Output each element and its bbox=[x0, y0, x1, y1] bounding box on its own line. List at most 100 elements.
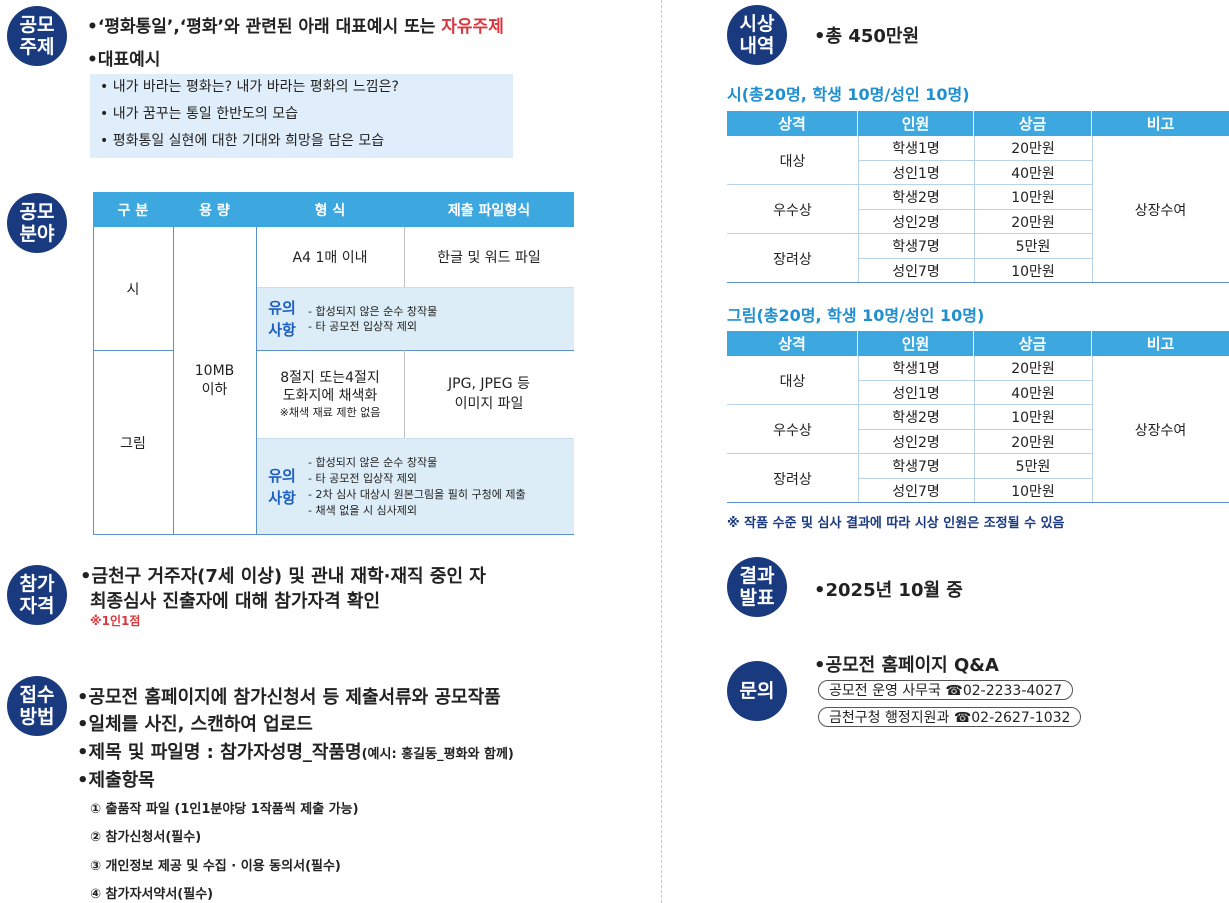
drawing-awards-count-cell: 학생7명 bbox=[892, 459, 940, 476]
filename-example: (예시: 홍길동_평화와 함께) bbox=[361, 747, 514, 762]
eligibility-note: ※1인1점 bbox=[90, 614, 141, 628]
drawing-awards-count-cell: 성인2명 bbox=[892, 434, 940, 451]
drawing-awards-grade-cell: 장려상 bbox=[773, 471, 812, 488]
drawing-filetype: JPG, JPEG 등 이미지 파일 bbox=[448, 376, 530, 412]
table-line bbox=[256, 227, 257, 535]
poem-awards-header-grade: 상격 bbox=[727, 111, 857, 136]
table-line bbox=[858, 233, 1092, 234]
table-line bbox=[858, 208, 1092, 210]
table-line bbox=[404, 350, 405, 438]
contact-pill-office[interactable]: 공모전 운영 사무국 ☎02-2233-4027 bbox=[818, 680, 1074, 700]
table-line bbox=[858, 159, 1092, 161]
drawing-awards-amount-cell: 40만원 bbox=[1011, 385, 1055, 402]
poem-awards-count-cell: 학생1명 bbox=[892, 141, 940, 158]
poem-note-list: - 합성되지 않은 순수 창작물 - 타 공모전 입상작 제외 bbox=[308, 304, 438, 333]
table-line bbox=[858, 379, 1092, 381]
table-line bbox=[974, 136, 975, 283]
poem-awards-amount-cell: 40만원 bbox=[1011, 165, 1055, 182]
drawing-awards-amount-cell: 5만원 bbox=[1015, 459, 1051, 476]
drawing-awards-grade-cell: 우수상 bbox=[773, 422, 812, 439]
example-item: • 평화통일 실현에 대한 기대와 희망을 담은 모습 bbox=[100, 133, 385, 149]
poem-awards-amount-cell: 5만원 bbox=[1015, 239, 1051, 256]
drawing-awards-count-cell: 성인1명 bbox=[892, 385, 940, 402]
drawing-awards-amount-cell: 10만원 bbox=[1011, 410, 1055, 427]
result-text: •2025년 10월 중 bbox=[814, 580, 963, 601]
table-line bbox=[858, 136, 859, 283]
contact-badge: 문의 bbox=[727, 661, 787, 721]
example-item: • 내가 바라는 평화는? 내가 바라는 평화의 느낌은? bbox=[100, 79, 399, 95]
free-topic-highlight: 자유주제 bbox=[441, 17, 504, 37]
drawing-note-list: - 합성되지 않은 순수 창작물 - 타 공모전 입상작 제외 - 2차 심사 … bbox=[308, 455, 526, 517]
poem-awards-header-count: 인원 bbox=[858, 111, 973, 136]
table-line bbox=[1092, 356, 1093, 503]
awards-footnote: ※ 작품 수준 및 심사 결과에 따라 시상 인원은 조정될 수 있음 bbox=[727, 516, 1065, 531]
example-box: • 내가 바라는 평화는? 내가 바라는 평화의 느낌은? • 내가 꿈꾸는 통… bbox=[90, 74, 513, 158]
drawing-awards-header-count: 인원 bbox=[858, 331, 973, 356]
submission-items-title: •제출항목 bbox=[77, 770, 155, 791]
drawing-awards-header-amount: 상금 bbox=[974, 331, 1091, 356]
poem-format: A4 1매 이내 bbox=[292, 250, 368, 266]
table-line bbox=[858, 404, 1092, 405]
submission-item: ① 출품작 파일 (1인1분야당 1작품씩 제출 가능) bbox=[90, 802, 359, 817]
poem-awards-amount-cell: 10만원 bbox=[1011, 263, 1055, 280]
poem-awards-count-cell: 학생7명 bbox=[892, 239, 940, 256]
drawing-awards-count-cell: 성인7명 bbox=[892, 483, 940, 500]
drawing-awards-header-grade: 상격 bbox=[727, 331, 857, 356]
table-line bbox=[404, 227, 405, 287]
column-divider bbox=[661, 0, 662, 903]
method-line-3: •제목 및 파일명 : 참가자성명_작품명(예시: 홍길동_평화와 함께) bbox=[77, 742, 514, 763]
poem-awards-amount-cell: 20만원 bbox=[1011, 141, 1055, 158]
poem-awards-header-amount: 상금 bbox=[974, 111, 1091, 136]
poem-awards-grade-cell: 대상 bbox=[779, 153, 806, 170]
submission-item: ② 참가신청서(필수) bbox=[90, 830, 202, 845]
poem-awards-header-note: 비고 bbox=[1092, 111, 1229, 136]
drawing-awards-title: 그림(총20명, 학생 10명/성인 10명) bbox=[727, 306, 985, 325]
submission-item: ③ 개인정보 제공 및 수집 · 이용 동의서(필수) bbox=[90, 859, 341, 874]
table-line bbox=[858, 184, 1092, 185]
poem-awards-grade-cell: 장려상 bbox=[773, 251, 812, 268]
poem-awards-count-cell: 성인2명 bbox=[892, 214, 940, 231]
table-line bbox=[173, 227, 174, 535]
drawing-awards-grade-cell: 대상 bbox=[779, 373, 806, 390]
poem-awards-count-cell: 성인1명 bbox=[892, 165, 940, 182]
poem-awards-note-cell: 상장수여 bbox=[1134, 202, 1187, 219]
table-line bbox=[727, 453, 858, 454]
drawing-category: 그림 bbox=[120, 435, 146, 452]
table-line bbox=[256, 438, 574, 439]
table-line bbox=[256, 287, 574, 288]
table-line bbox=[858, 453, 1092, 454]
example-item: • 내가 꿈꾸는 통일 한반도의 모습 bbox=[100, 106, 298, 122]
method-line-2: •일체를 사진, 스캔하여 업로드 bbox=[77, 714, 313, 735]
poem-awards-amount-cell: 10만원 bbox=[1011, 190, 1055, 207]
table-line bbox=[93, 350, 173, 351]
awards-total: •총 450만원 bbox=[814, 26, 920, 47]
drawing-format: 8절지 또는4절지 도화지에 채색화 ※채색 재료 제한 없음 bbox=[279, 369, 381, 419]
table-line bbox=[858, 257, 1092, 259]
drawing-awards-note-cell: 상장수여 bbox=[1134, 422, 1187, 439]
table-line bbox=[727, 233, 858, 234]
table-line bbox=[727, 184, 858, 185]
method-line-1: •공모전 홈페이지에 참가신청서 등 제출서류와 공모작품 bbox=[77, 687, 501, 708]
table-line bbox=[974, 356, 975, 503]
contact-pill-district[interactable]: 금천구청 행정지원과 ☎02-2627-1032 bbox=[818, 707, 1082, 727]
drawing-awards-header-note: 비고 bbox=[1092, 331, 1229, 356]
poem-category: 시 bbox=[126, 281, 140, 298]
table-line bbox=[1092, 136, 1093, 283]
table-line bbox=[93, 534, 574, 535]
table-line bbox=[727, 502, 1229, 503]
drawing-awards-amount-cell: 20만원 bbox=[1011, 361, 1055, 378]
poem-filetype: 한글 및 워드 파일 bbox=[437, 250, 541, 266]
